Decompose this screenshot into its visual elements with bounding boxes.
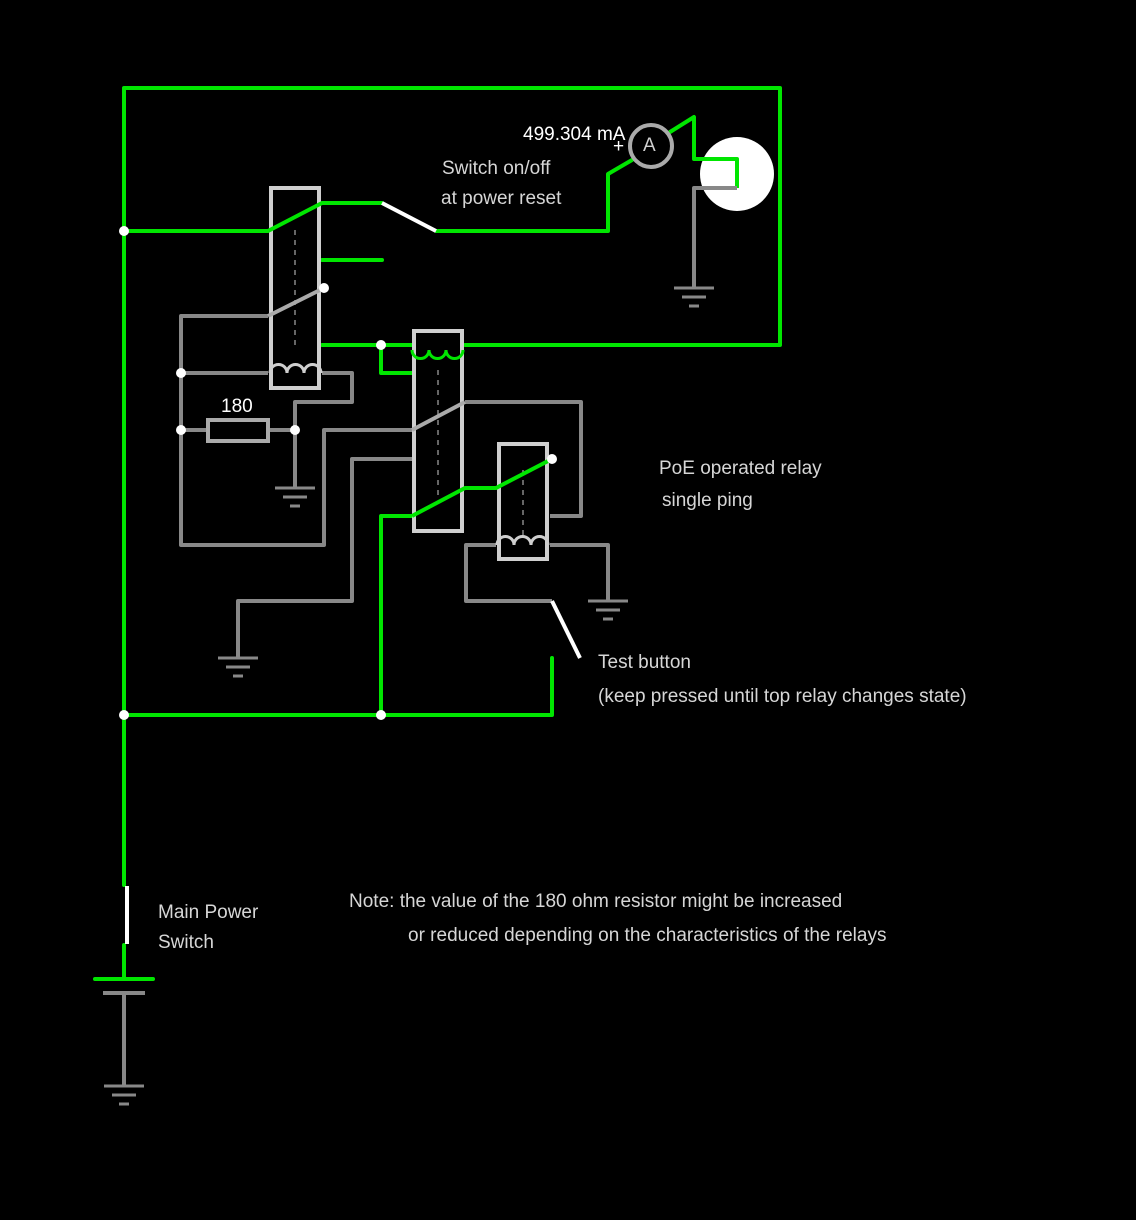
main-power-label-line1: Main Power [158,902,259,923]
live-wires [93,86,782,981]
switch-icon [381,201,437,233]
ground-icon [216,656,260,678]
test-button-note: (keep pressed until top relay changes st… [598,686,967,707]
wire-bottom-bus [122,656,554,717]
relay-icon [267,186,325,390]
wire-top-loop [122,86,782,887]
wire-grey-coil-right [293,371,354,430]
ammeter-polarity: + [613,136,625,157]
test-button-label: Test button [598,652,691,673]
main-power-label-line2: Switch [158,932,214,953]
switch-icon [550,600,582,659]
ground-icon [586,599,630,621]
ammeter-icon [628,123,674,169]
switch-label-line1: Switch on/off [442,158,551,179]
wire-grey-box-left [179,314,412,547]
wire-switch-to-ammeter [434,158,634,233]
ammeter-symbol: A [643,135,656,156]
switch-label-line2: at power reset [441,188,562,209]
resistor-value: 180 [221,396,253,417]
relay-icon [410,329,466,533]
note-line2: or reduced depending on the characterist… [408,925,887,946]
wire-relay3-coil-left [464,543,552,603]
relay-icon [495,442,551,561]
wire-bus-to-relay2 [379,514,414,717]
resistor-icon [206,418,270,443]
ground-icon [273,486,317,508]
wire-relay2-to-relay3-top [465,400,583,518]
wire-relay3-coil-right [550,543,610,601]
ground-icon [102,1084,146,1106]
wire-relay1-to-relay2 [320,343,414,375]
ammeter-reading: 499.304 mA [523,124,626,145]
poe-label-line1: PoE operated relay [659,458,822,479]
note-line1: Note: the value of the 180 ohm resistor … [349,891,843,912]
poe-label-line2: single ping [662,490,753,511]
ground-icon [672,286,716,308]
dead-wires [103,186,737,1086]
junction-nodes [119,226,557,720]
wire-relay2-to-ground [236,457,412,658]
